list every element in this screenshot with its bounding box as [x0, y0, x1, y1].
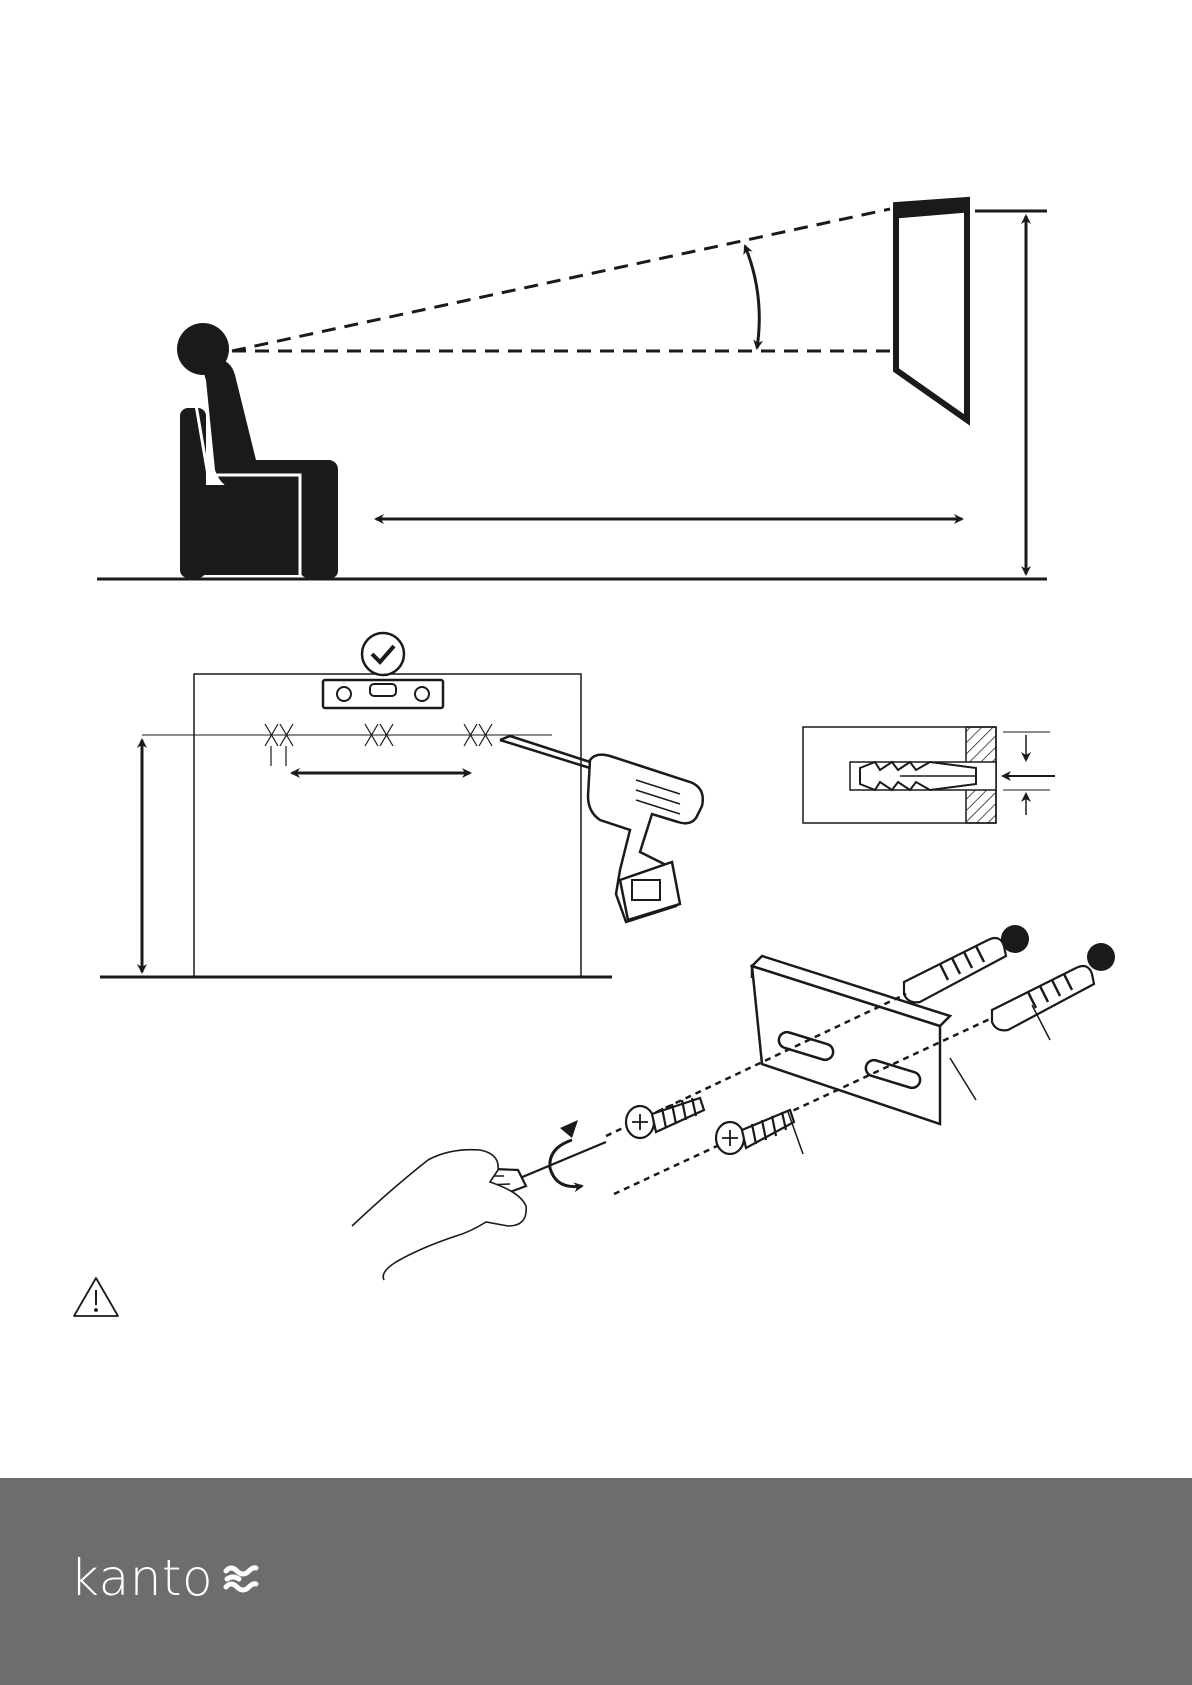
wall-panel	[194, 674, 581, 977]
kanto-wave-icon	[223, 1563, 259, 1597]
wall-anchor-icon	[904, 925, 1029, 1002]
anchor-depth-diagram	[803, 727, 1055, 823]
sightline-top	[232, 209, 890, 351]
drill-mounting-holes-diagram	[100, 633, 703, 977]
kanto-logo: kanto	[70, 1548, 259, 1608]
instruction-illustration	[0, 0, 1192, 1478]
screw-icon	[626, 1098, 704, 1138]
viewing-position-diagram	[97, 200, 1047, 579]
spirit-level-icon	[323, 680, 443, 708]
brand-wordmark: kanto	[70, 1553, 213, 1603]
drill-marks	[265, 724, 492, 766]
tv-screen	[896, 200, 967, 420]
wall-anchor-icon	[992, 943, 1115, 1030]
armchair-with-person	[180, 360, 338, 578]
warning-triangle-icon	[74, 1278, 118, 1316]
power-drill-icon	[500, 736, 703, 922]
screw-icon	[716, 1110, 794, 1154]
viewing-angle-arrow	[745, 246, 759, 348]
checkmark-icon	[362, 633, 404, 675]
